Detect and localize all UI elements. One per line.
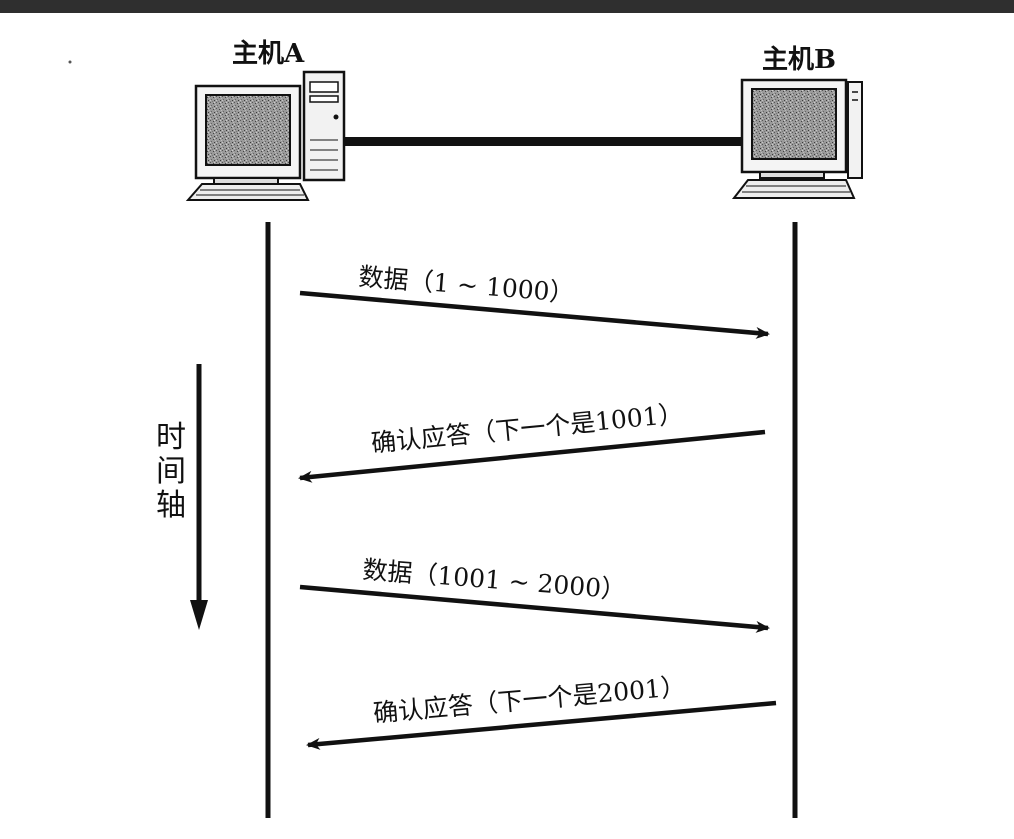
network-cable [344,137,742,146]
time-axis-arrow [190,364,208,630]
time-axis-label-char-1: 时 [156,420,186,455]
message-label-2: 确认应答（下一个是1001） [370,399,685,458]
host-b-computer-icon [734,80,862,198]
time-axis-label-char-3: 轴 [156,488,186,523]
message-label-4: 确认应答（下一个是2001） [372,672,687,728]
scan-speck [69,61,72,64]
host-a-label: 主机A [232,39,305,69]
host-a-computer-icon [188,72,344,200]
time-axis-label-char-2: 间 [156,454,186,489]
host-b-label: 主机B [762,45,836,75]
